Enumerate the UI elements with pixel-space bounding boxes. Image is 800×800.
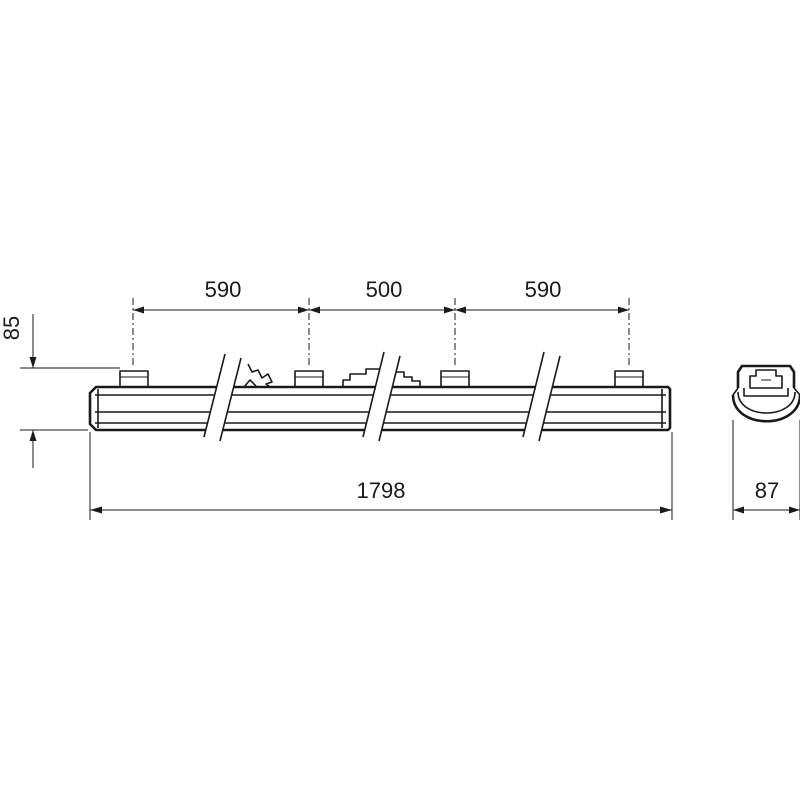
- profile-diffuser-outer: [731, 394, 800, 423]
- dimension-label-middle-span: 500: [366, 277, 403, 302]
- length-dimension: 1798: [89, 432, 673, 520]
- mounting-bracket: [294, 370, 324, 388]
- arrowhead: [660, 506, 672, 514]
- dimension-label-right-span: 590: [525, 277, 562, 302]
- dimension-label-width: 87: [755, 478, 779, 503]
- mounting-bracket: [614, 370, 644, 388]
- clip-detail-right: [396, 371, 421, 387]
- height-dimension: 85: [0, 314, 120, 468]
- profile-gear-tray: [749, 369, 783, 389]
- arrowhead: [298, 306, 309, 314]
- arrowhead: [733, 506, 744, 514]
- break-mark: [522, 351, 561, 442]
- profile-housing: [736, 364, 796, 388]
- dimension-label-length: 1798: [357, 478, 406, 503]
- luminaire-body-outline: [88, 385, 672, 432]
- arrowhead: [29, 357, 37, 368]
- profile-width-dimension: 87: [732, 420, 800, 520]
- arrowhead: [309, 306, 320, 314]
- mounting-bracket: [440, 370, 470, 388]
- break-mark: [362, 351, 401, 442]
- arrowhead: [133, 306, 144, 314]
- profile-diffuser-inner: [737, 391, 796, 414]
- arrowhead: [29, 430, 37, 441]
- profile-tray-base: [743, 388, 789, 397]
- luminaire-cross-section: [731, 364, 800, 423]
- bracket-spacing-dimensions: 590 500 590: [132, 277, 630, 368]
- mounting-bracket: [119, 370, 149, 388]
- profile-diffuser-edges: [732, 387, 800, 396]
- arrowhead: [90, 506, 102, 514]
- connector-detail: [243, 363, 273, 388]
- dimension-label-left-span: 590: [205, 277, 242, 302]
- arrowhead: [618, 306, 629, 314]
- luminaire-side-view: [88, 351, 672, 442]
- dimension-label-height: 85: [0, 316, 24, 340]
- break-mark: [203, 353, 242, 442]
- arrowhead: [455, 306, 466, 314]
- arrowhead: [789, 506, 800, 514]
- arrowhead: [444, 306, 455, 314]
